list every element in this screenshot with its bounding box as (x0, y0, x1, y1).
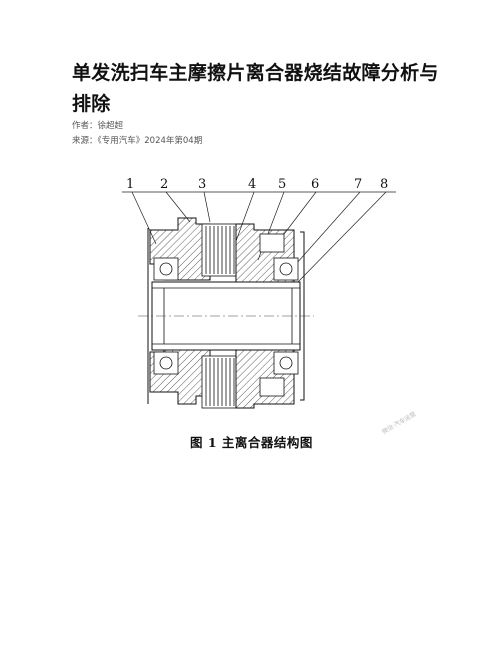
leader-lines (131, 191, 387, 285)
part-label-2: 2 (160, 177, 168, 192)
part-label-3: 3 (198, 177, 206, 192)
part-label-8: 8 (380, 177, 388, 192)
author-line: 作者：徐超超 (72, 121, 124, 131)
part-label-5: 5 (278, 177, 286, 192)
part-label-1: 1 (126, 177, 134, 192)
figure-caption: 图 1 主离合器结构图 (190, 435, 313, 450)
part-label-6: 6 (311, 177, 319, 192)
source-line: 来源：《专用汽车》2024年第04期 (72, 136, 203, 146)
clutch-structure-diagram: 1 2 3 4 5 6 7 8 (122, 177, 396, 409)
part-label-7: 7 (354, 177, 362, 192)
part-labels: 1 2 3 4 5 6 7 8 (126, 177, 388, 192)
article-title: 单发洗扫车主摩擦片离合器烧结故障分析与排除 (72, 62, 439, 115)
part-label-4: 4 (248, 177, 256, 192)
